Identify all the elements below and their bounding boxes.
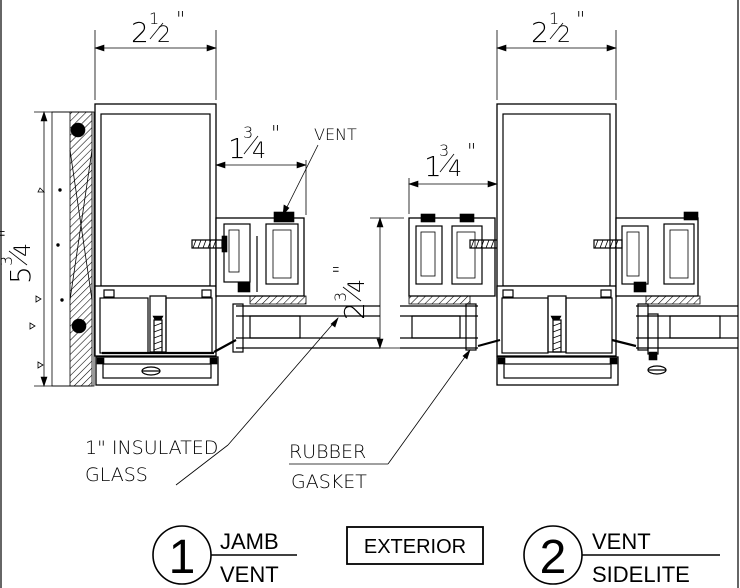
right-top-width-whole: 2	[531, 16, 549, 49]
detail-1-number: 1	[169, 531, 196, 584]
detail-2-number: 2	[540, 531, 567, 584]
left-top-width-inch: "	[176, 7, 185, 31]
sidelite-glass	[400, 303, 738, 351]
dimension-left-height: 5 3 4 "	[0, 111, 88, 387]
exterior-label: EXTERIOR	[364, 536, 466, 558]
detail-1-jamb-vent-section: 2 1 2 " 1 3 4 " 5 3	[0, 7, 471, 493]
right-depth-num: 3	[439, 141, 449, 160]
detail-2-title-top: VENT	[592, 529, 651, 554]
callout-gasket-line2: GASKET	[291, 471, 367, 493]
left-depth-whole: 1	[228, 132, 246, 165]
left-depth-num: 3	[243, 123, 253, 142]
callout-gasket-line1: RUBBER	[289, 441, 366, 463]
left-top-width-num: 1	[149, 9, 159, 28]
detail-1-marker: 1 JAMB VENT	[152, 525, 297, 587]
detail-2-title-bottom: SIDELITE	[592, 562, 690, 587]
right-depth-inch: "	[467, 139, 476, 163]
left-top-width-den: 2	[157, 23, 171, 48]
vent-height-whole: 2	[338, 302, 371, 320]
right-depth-den: 4	[448, 157, 462, 182]
callout-glass-line1: 1" INSULATED	[85, 437, 218, 459]
left-depth-den: 4	[252, 139, 266, 164]
detail-2-marker: 2 VENT SIDELITE	[523, 525, 720, 587]
right-top-width-den: 2	[557, 23, 571, 48]
callout-glass-line2: GLASS	[85, 464, 148, 486]
callout-insulated-glass: 1" INSULATED GLASS	[85, 317, 339, 486]
sidelite-mullion-profile	[477, 103, 637, 386]
vent-height-inch: "	[329, 265, 353, 274]
callout-rubber-gasket: RUBBER GASKET	[289, 349, 471, 493]
right-top-width-num: 1	[549, 9, 559, 28]
dimension-right-top-width: 2 1 2 "	[496, 7, 617, 100]
left-height-den: 4	[11, 243, 36, 257]
dimension-vent-height: 2 3 4 "	[329, 217, 404, 349]
right-top-width-inch: "	[576, 7, 585, 31]
vent-frame-profile	[191, 211, 307, 305]
left-height-inch: "	[0, 229, 19, 238]
left-top-width-whole: 2	[131, 16, 149, 49]
left-depth-inch: "	[271, 121, 280, 145]
right-depth-whole: 1	[424, 150, 442, 183]
masonry-wall	[29, 111, 95, 387]
sidelite-left-vent-frame	[408, 213, 501, 305]
left-height-whole: 5	[4, 266, 37, 284]
vent-height-num: 3	[331, 292, 350, 302]
exterior-label-box: EXTERIOR	[346, 526, 484, 565]
jamb-bottom-cover	[95, 356, 219, 386]
detail-2-vent-sidelite-section: 2 1 2 " 1 3 4 " 2 3	[329, 7, 738, 386]
insulated-glass-unit	[213, 303, 380, 353]
vent-height-den: 4	[345, 279, 370, 293]
dimension-right-depth: 1 3 4 "	[408, 139, 498, 214]
detail-1-title-bottom: VENT	[220, 562, 279, 587]
left-height-num: 3	[0, 256, 16, 266]
jamb-frame-profile	[94, 103, 217, 357]
callout-vent: VENT	[282, 125, 357, 216]
callout-vent-label: VENT	[314, 125, 357, 144]
dimension-left-top-width: 2 1 2 "	[94, 7, 217, 100]
detail-1-title-top: JAMB	[220, 529, 279, 554]
dimension-left-depth: 1 3 4 "	[215, 121, 307, 215]
